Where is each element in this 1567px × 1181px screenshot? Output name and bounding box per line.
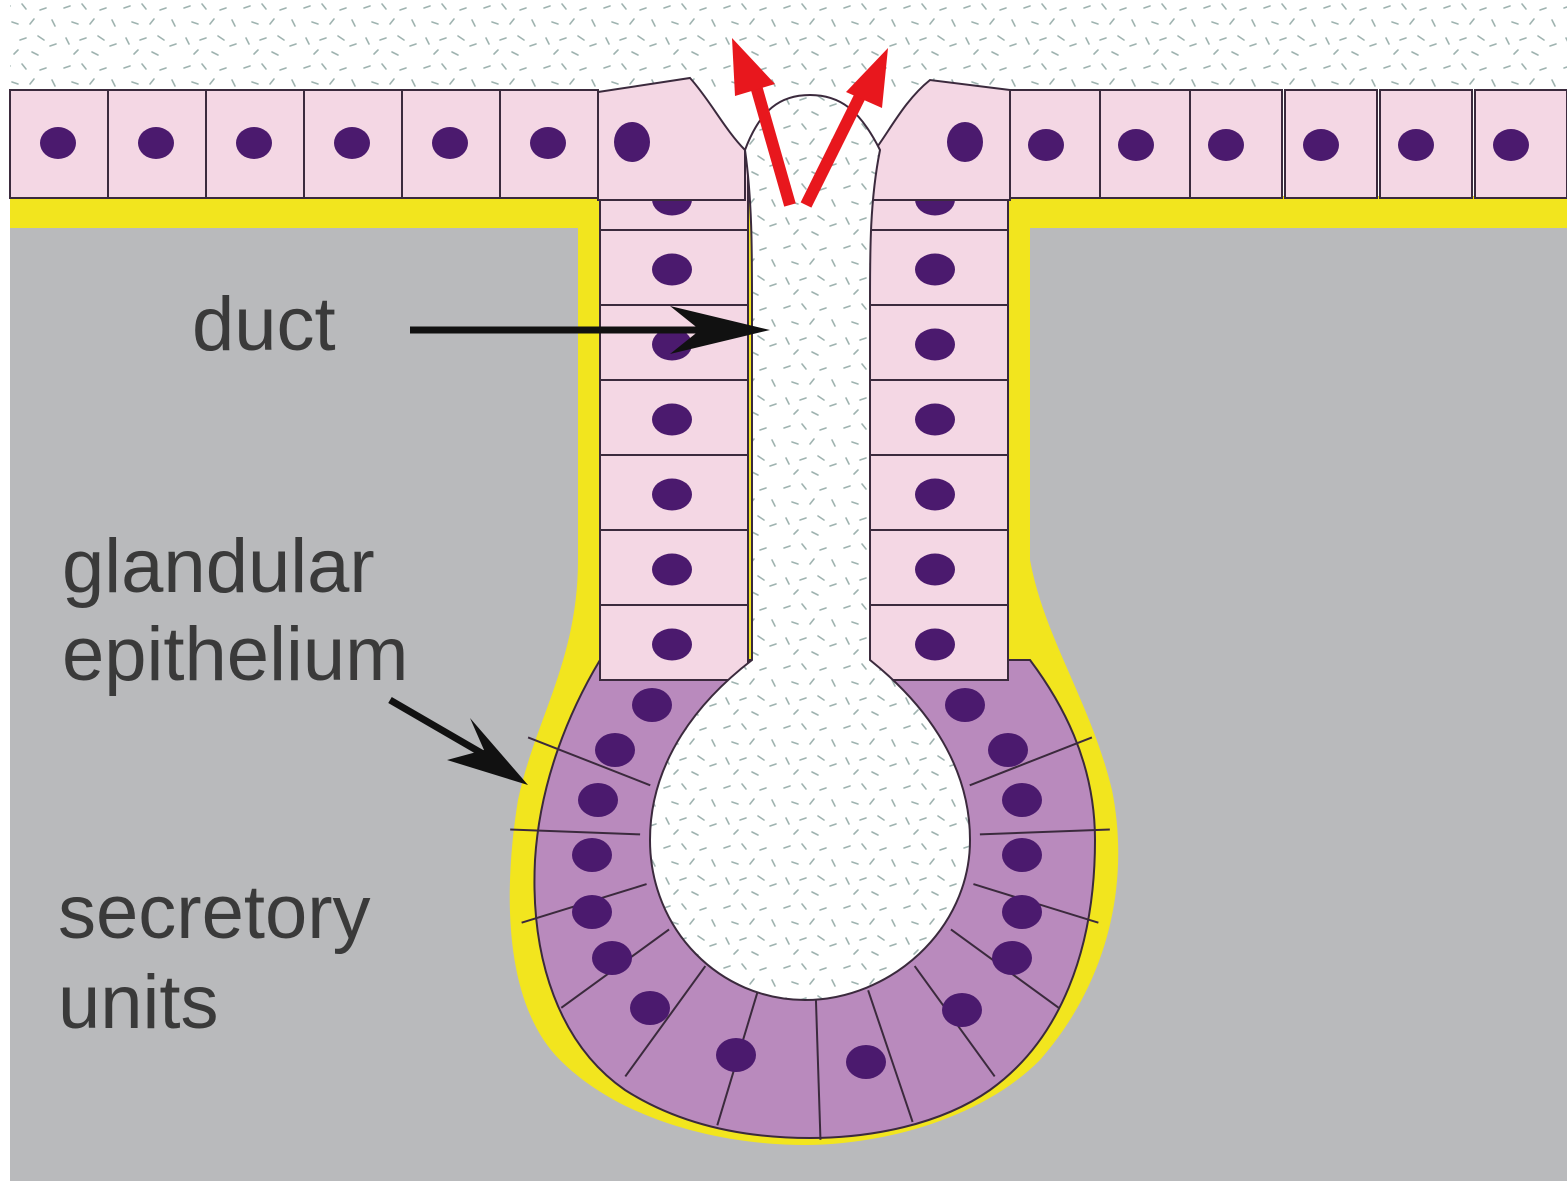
duct-lip-cell-right [870,80,1010,200]
nucleus [652,629,692,661]
nucleus [1028,129,1064,161]
nucleus [632,688,672,722]
surface-secretion [10,0,1567,95]
nucleus [716,1038,756,1072]
nucleus [572,838,612,872]
nucleus [1118,129,1154,161]
nucleus [1002,838,1042,872]
nucleus [1398,129,1434,161]
nucleus [334,127,370,159]
nucleus [947,122,983,162]
nucleus [614,122,650,162]
nucleus [915,479,955,511]
nucleus [915,329,955,361]
nucleus [945,688,985,722]
nucleus [578,783,618,817]
nucleus [652,254,692,286]
nucleus [915,629,955,661]
nucleus [236,127,272,159]
nucleus [138,127,174,159]
nucleus [1002,895,1042,929]
label-glandular: glandular [62,524,375,609]
label-duct: duct [192,282,336,367]
nucleus [942,993,982,1027]
nucleus [530,127,566,159]
nucleus [652,479,692,511]
nucleus [592,941,632,975]
nucleus [992,941,1032,975]
nucleus [1208,129,1244,161]
label-units: units [58,960,219,1045]
nucleus [432,127,468,159]
nucleus [915,554,955,586]
nucleus [988,733,1028,767]
nucleus [572,895,612,929]
nucleus [915,404,955,436]
nucleus [630,991,670,1025]
nucleus [1493,129,1529,161]
nucleus [1303,129,1339,161]
label-secretory: secretory [58,870,371,955]
nucleus [40,127,76,159]
label-epithelium: epithelium [62,612,408,697]
nucleus [1002,783,1042,817]
nucleus [652,404,692,436]
nucleus [652,554,692,586]
nucleus [846,1045,886,1079]
nucleus [915,254,955,286]
nucleus [595,733,635,767]
